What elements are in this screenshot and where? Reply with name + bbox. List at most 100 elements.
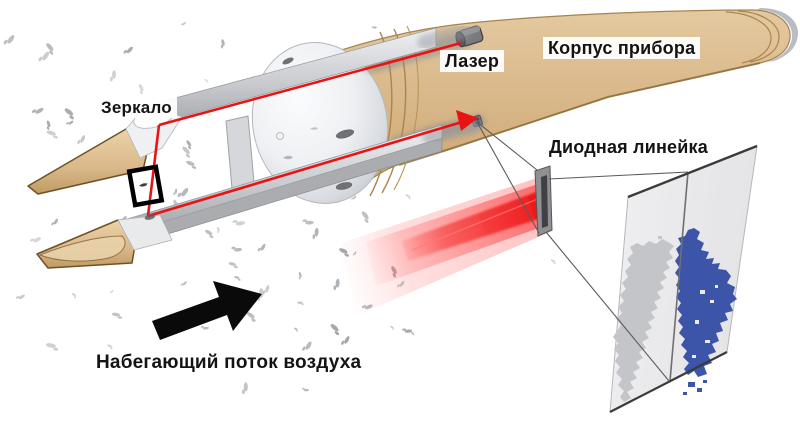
ice-particle	[550, 259, 556, 265]
ice-particle	[109, 290, 114, 294]
line-detector-to-diode-top	[476, 121, 538, 171]
diode-array-label: Диодная линейка	[544, 136, 713, 159]
ice-particle	[232, 220, 246, 226]
ice-particle	[177, 188, 189, 198]
ice-particle	[228, 262, 238, 269]
ice-particle	[302, 341, 312, 351]
ice-particle	[231, 246, 243, 252]
dome-pinhole	[276, 132, 284, 140]
diode-array-plate	[534, 165, 553, 237]
ice-particle	[294, 327, 298, 332]
ice-particle	[220, 39, 225, 49]
ice-particle	[410, 331, 415, 336]
panel-bottom-edge	[609, 351, 728, 413]
ice-particle	[107, 344, 113, 350]
body-rear-metal-sliver	[757, 8, 798, 62]
projection-lines	[476, 121, 689, 382]
airflow-label: Набегающий поток воздуха	[96, 352, 362, 373]
ice-particle	[330, 323, 340, 336]
sample-volume-frame	[126, 164, 165, 208]
laser-label: Лазер	[440, 50, 505, 73]
dome-smudge-1	[283, 155, 293, 160]
ice-particle	[186, 160, 197, 169]
ice-particle	[301, 387, 310, 392]
image-blue-holes	[692, 285, 718, 358]
beam-return-to-detector	[147, 120, 463, 218]
dome-smudge-2	[310, 127, 318, 130]
ice-particle	[205, 229, 214, 239]
image-gray-islands	[636, 236, 662, 303]
fan-beam-core	[402, 191, 548, 261]
ice-particle	[51, 218, 58, 226]
rear-cap-ring-2	[725, 11, 772, 64]
ice-particle	[173, 188, 178, 196]
ice-particle	[46, 120, 51, 130]
image-panel-group	[609, 144, 758, 413]
fan-beam-stripe	[411, 197, 541, 251]
lower-prong-scoop	[38, 235, 126, 262]
image-blue-islands	[683, 380, 707, 395]
ice-particle	[30, 237, 41, 243]
ice-particle	[371, 26, 377, 29]
ice-particle	[45, 343, 59, 351]
panel-top-edge	[627, 144, 758, 199]
image-blue-shape	[675, 228, 737, 377]
lower-arm-glow-tail	[422, 118, 482, 144]
ice-particle	[72, 292, 77, 299]
ice-particle	[302, 219, 314, 225]
ice-particle	[138, 84, 144, 95]
diode-line-sensor	[541, 175, 548, 228]
line-detector-to-diode-bottom	[476, 121, 540, 234]
ice-particle	[123, 46, 133, 54]
rear-cap-ring-1	[737, 10, 780, 63]
ice-particle	[64, 108, 74, 120]
ice-particle	[46, 130, 58, 139]
ice-particle	[234, 275, 241, 281]
ice-particle	[312, 227, 319, 239]
ice-particle	[257, 243, 266, 252]
ice-particle	[180, 22, 186, 26]
ice-particle	[182, 146, 191, 158]
airflow-arrow	[152, 281, 262, 340]
ice-particle	[217, 226, 220, 234]
ice-particle	[341, 336, 350, 345]
ice-particle	[180, 281, 187, 286]
ice-particle	[242, 382, 248, 395]
ice-particle	[31, 107, 44, 114]
ice-particle	[246, 312, 256, 322]
beam-arrowhead	[456, 110, 478, 131]
line-diode-to-panel-top	[548, 171, 689, 180]
ice-particle	[402, 328, 413, 333]
ice-particle	[298, 271, 302, 280]
ice-particle	[38, 51, 50, 62]
ice-particle	[262, 285, 270, 295]
beam-laser-to-mirror	[158, 41, 462, 127]
ice-particle	[390, 325, 395, 330]
ice-particle	[361, 211, 369, 224]
dome-hole-top	[282, 57, 294, 65]
ice-particle	[351, 195, 357, 200]
ice-particle	[66, 120, 74, 125]
ice-particle	[297, 301, 304, 305]
dome-hole-mid	[336, 129, 354, 139]
image-gray-shape	[613, 239, 674, 402]
ice-particle	[186, 140, 192, 150]
mirror-label: Зеркало	[96, 97, 177, 119]
ice-particle	[204, 79, 209, 83]
ice-particle	[3, 35, 15, 45]
dome-hole-bottom	[335, 182, 353, 190]
ice-particle	[405, 194, 411, 200]
ice-particle	[46, 43, 54, 55]
body-bottom-edge	[398, 62, 761, 166]
ice-particle	[333, 278, 340, 291]
ice-particle	[77, 135, 86, 145]
lower-mirror-spot	[144, 214, 156, 220]
ice-particle	[110, 70, 116, 82]
fan-beam-group	[341, 178, 552, 316]
sample-particle	[138, 183, 148, 187]
body-label: Корпус прибора	[543, 37, 701, 60]
ice-particle	[200, 325, 209, 330]
upper-arm-glow-tail	[417, 24, 472, 50]
